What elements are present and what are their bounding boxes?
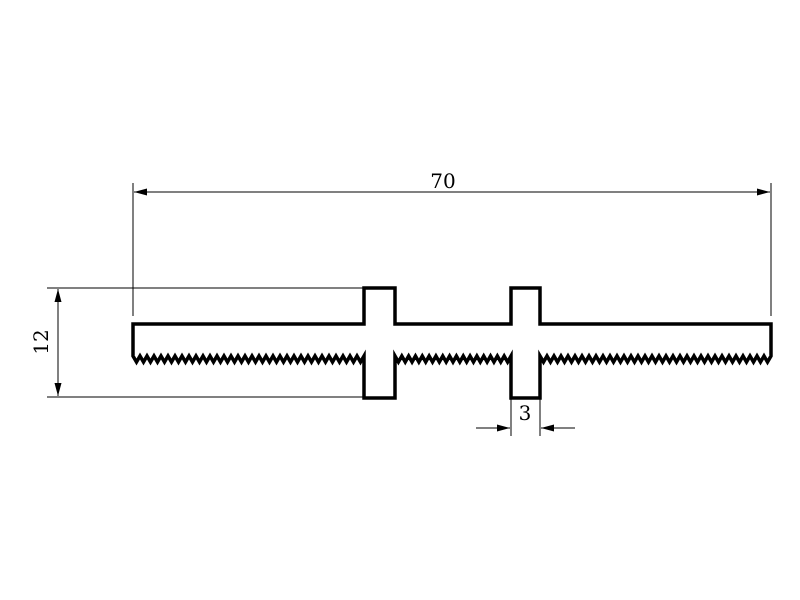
height-dimension: 12 — [29, 287, 364, 398]
height-dimension-label: 12 — [29, 329, 53, 354]
profile-outline — [131, 286, 773, 400]
rib-width-label: 3 — [519, 401, 532, 425]
length-dimension: 70 — [132, 169, 772, 316]
length-dimension-label: 70 — [430, 169, 455, 193]
rib-width-dimension: 3 — [476, 398, 575, 436]
